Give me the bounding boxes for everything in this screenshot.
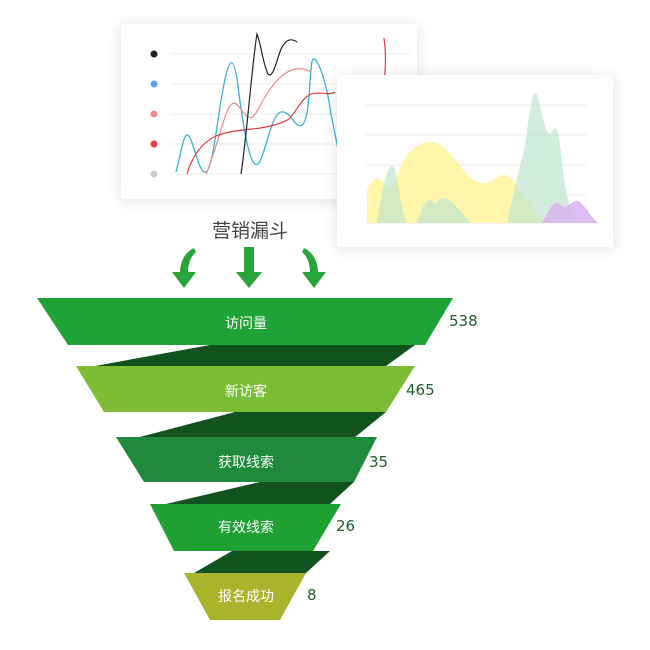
- funnel-segment-visits: [37, 298, 453, 345]
- area-series-purple: [542, 200, 599, 223]
- line-series-black: [240, 31, 298, 175]
- funnel-connector: [136, 412, 386, 438]
- line-series-pink: [205, 68, 312, 175]
- line-series-blue: [175, 58, 342, 173]
- area-chart: [365, 93, 599, 224]
- funnel-segment-valid-leads: [150, 504, 341, 551]
- funnel-stage-label: 获取线索: [218, 455, 274, 471]
- line-chart: [150, 31, 411, 178]
- funnel-stage-label: 报名成功: [218, 589, 274, 605]
- funnel-stage-label: 有效线索: [218, 520, 274, 536]
- funnel-stage-value: 8: [307, 586, 317, 604]
- funnel-stage-value: 35: [369, 453, 389, 471]
- funnel-stage-label: 新访客: [225, 384, 267, 400]
- legend-dot: [150, 110, 158, 118]
- funnel-title: 营销漏斗: [211, 220, 288, 242]
- legend-dot: [150, 140, 158, 148]
- funnel-segment-enrolled: [184, 573, 306, 620]
- legend-dot: [150, 80, 158, 88]
- line-series-red: [186, 91, 336, 175]
- funnel-segment-leads: [116, 437, 377, 482]
- area-chart-card: [337, 75, 613, 247]
- funnel-connector: [194, 551, 330, 573]
- area-series-green: [377, 93, 577, 223]
- area-series-yellow: [367, 141, 547, 223]
- funnel-stage-label: 访问量: [225, 316, 267, 332]
- legend-dot: [150, 50, 158, 58]
- funnel-segment-new-visitors: [76, 366, 415, 412]
- funnel-connector: [95, 345, 415, 366]
- funnel-connector: [166, 482, 354, 504]
- funnel-stage-value: 26: [336, 517, 356, 535]
- legend-dot: [150, 170, 158, 178]
- funnel-stage-value: 465: [406, 381, 435, 399]
- funnel-stage-value: 538: [449, 312, 478, 330]
